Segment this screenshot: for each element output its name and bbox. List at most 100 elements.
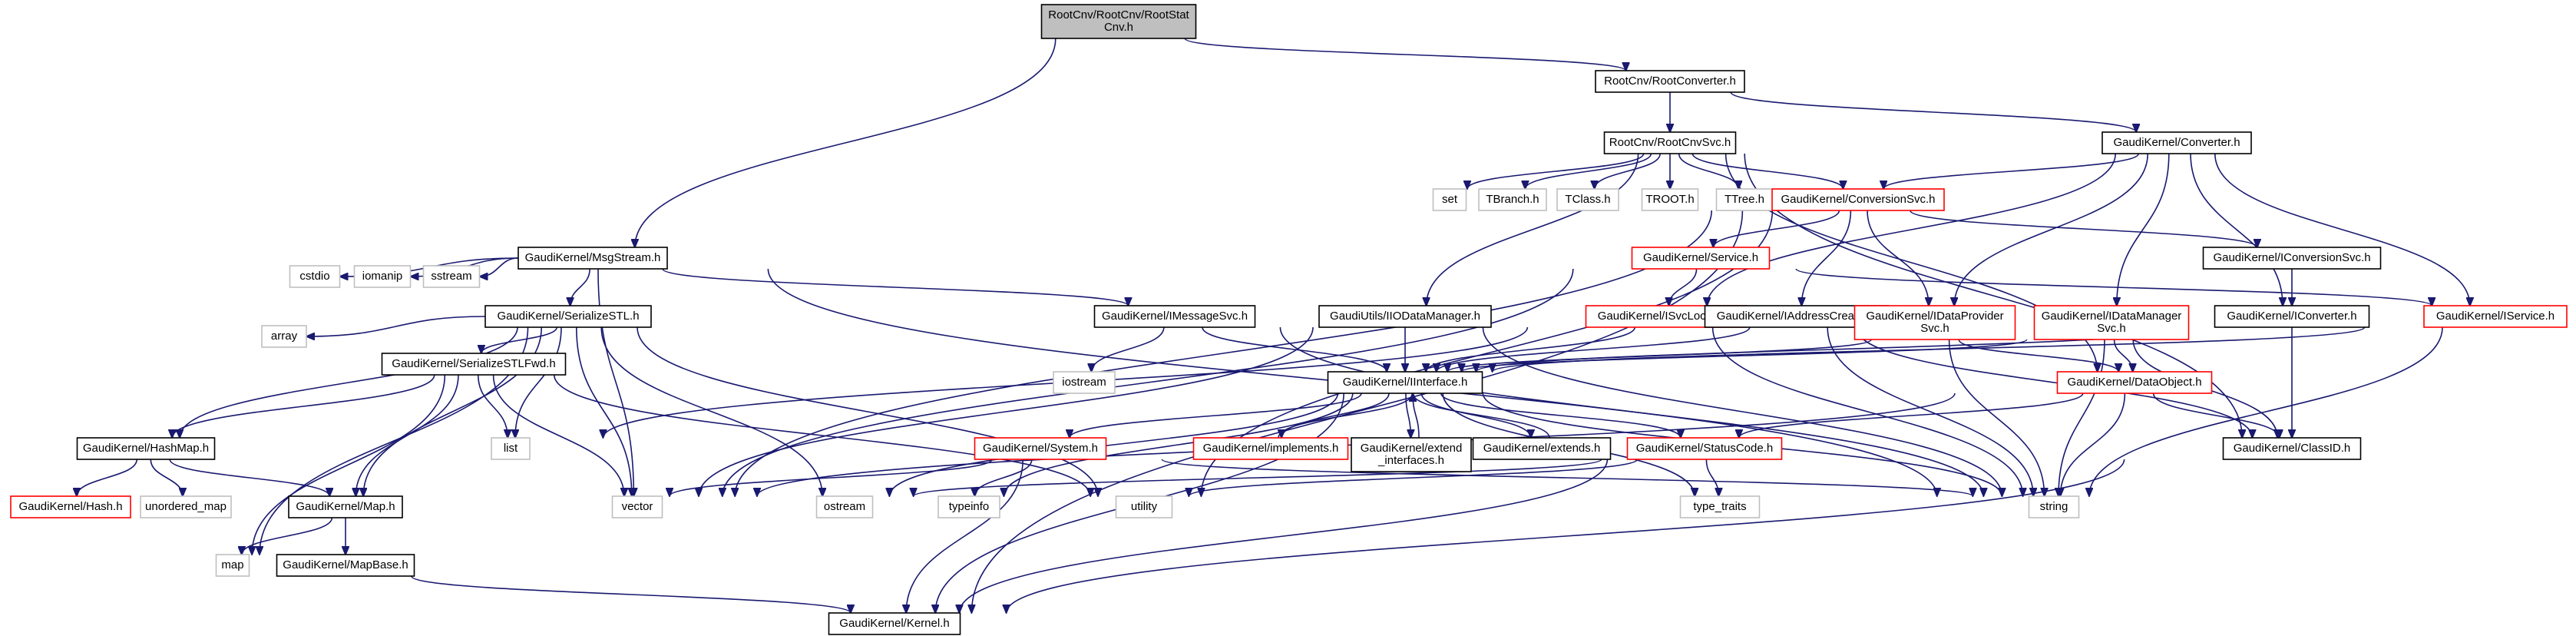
node-sstream[interactable]: sstream xyxy=(422,265,481,288)
node-iostream[interactable]: iostream xyxy=(1053,371,1116,394)
node-label-root-line2: Cnv.h xyxy=(1104,21,1133,34)
edge-hashmap-to-hash xyxy=(77,459,138,496)
node-rootconverter[interactable]: RootCnv/RootConverter.h xyxy=(1595,70,1745,93)
node-msgstream[interactable]: GaudiKernel/MsgStream.h xyxy=(518,247,668,270)
node-statuscode[interactable]: GaudiKernel/StatusCode.h xyxy=(1626,437,1783,460)
node-conversionsvc[interactable]: GaudiKernel/ConversionSvc.h xyxy=(1771,188,1945,211)
node-iinterface[interactable]: GaudiKernel/IInterface.h xyxy=(1327,371,1483,394)
node-box-tbranch[interactable] xyxy=(1478,188,1547,211)
node-box-cstdio[interactable] xyxy=(289,265,341,288)
node-troot[interactable]: TROOT.h xyxy=(1641,188,1699,211)
node-box-kernel[interactable] xyxy=(828,612,961,635)
node-typeinfo[interactable]: typeinfo xyxy=(937,495,1000,518)
node-rootcnvsvc[interactable]: RootCnv/RootCnvSvc.h xyxy=(1603,131,1737,154)
node-box-classid[interactable] xyxy=(2222,437,2362,460)
node-box-typeinfo[interactable] xyxy=(937,495,1000,518)
node-box-hashmap[interactable] xyxy=(76,437,216,460)
node-box-msgstream[interactable] xyxy=(518,247,668,270)
node-string[interactable]: string xyxy=(2028,495,2080,518)
node-tclass[interactable]: TClass.h xyxy=(1556,188,1619,211)
node-vector[interactable]: vector xyxy=(611,495,663,518)
node-tbranch[interactable]: TBranch.h xyxy=(1478,188,1547,211)
node-set[interactable]: set xyxy=(1432,188,1467,211)
node-box-sstream[interactable] xyxy=(422,265,481,288)
node-hashmap[interactable]: GaudiKernel/HashMap.h xyxy=(76,437,216,460)
node-box-iconversionsvc[interactable] xyxy=(2202,247,2382,270)
node-dataobject[interactable]: GaudiKernel/DataObject.h xyxy=(2056,371,2213,394)
node-box-string[interactable] xyxy=(2028,495,2080,518)
node-iconverter[interactable]: GaudiKernel/IConverter.h xyxy=(2214,305,2370,328)
node-system[interactable]: GaudiKernel/System.h xyxy=(974,437,1107,460)
node-box-service[interactable] xyxy=(1631,247,1771,270)
node-typetraits[interactable]: type_traits xyxy=(1679,495,1761,518)
node-converter[interactable]: GaudiKernel/Converter.h xyxy=(2101,131,2252,154)
node-box-list[interactable] xyxy=(491,437,531,460)
node-box-conversionsvc[interactable] xyxy=(1771,188,1945,211)
node-box-extends[interactable] xyxy=(1472,437,1612,460)
node-box-rootconverter[interactable] xyxy=(1595,70,1745,93)
node-hash[interactable]: GaudiKernel/Hash.h xyxy=(10,495,131,518)
node-box-iconverter[interactable] xyxy=(2214,305,2370,328)
node-classid[interactable]: GaudiKernel/ClassID.h xyxy=(2222,437,2362,460)
node-box-idataprovidersvc[interactable] xyxy=(1853,305,2016,340)
node-label-ostream: ostream xyxy=(824,500,865,513)
node-extendinterfaces[interactable]: GaudiKernel/extend_interfaces.h xyxy=(1351,437,1472,472)
node-box-vector[interactable] xyxy=(611,495,663,518)
node-implements[interactable]: GaudiKernel/implements.h xyxy=(1192,437,1349,460)
node-box-iomanip[interactable] xyxy=(353,265,412,288)
node-map[interactable]: map xyxy=(215,554,250,577)
node-box-implements[interactable] xyxy=(1192,437,1349,460)
node-box-utility[interactable] xyxy=(1115,495,1173,518)
node-box-extendinterfaces[interactable] xyxy=(1351,437,1472,472)
node-box-unorderedmap[interactable] xyxy=(140,495,232,518)
node-box-serializestl[interactable] xyxy=(484,305,652,328)
node-box-system[interactable] xyxy=(974,437,1107,460)
node-map_h[interactable]: GaudiKernel/Map.h xyxy=(288,495,403,518)
node-list[interactable]: list xyxy=(491,437,531,460)
node-box-mapbase[interactable] xyxy=(276,554,415,577)
node-box-iiodatamanager[interactable] xyxy=(1318,305,1492,328)
node-box-map[interactable] xyxy=(215,554,250,577)
node-box-hash[interactable] xyxy=(10,495,131,518)
node-extends[interactable]: GaudiKernel/extends.h xyxy=(1472,437,1612,460)
node-imessagesvc[interactable]: GaudiKernel/IMessageSvc.h xyxy=(1093,305,1256,328)
edge-mapbase-to-kernel xyxy=(411,575,851,613)
node-utility[interactable]: utility xyxy=(1115,495,1173,518)
node-iomanip[interactable]: iomanip xyxy=(353,265,412,288)
node-array[interactable]: array xyxy=(261,325,307,348)
node-service[interactable]: GaudiKernel/Service.h xyxy=(1631,247,1771,270)
node-box-map_h[interactable] xyxy=(288,495,403,518)
node-box-converter[interactable] xyxy=(2101,131,2252,154)
node-box-ostream[interactable] xyxy=(815,495,874,518)
node-box-root[interactable] xyxy=(1040,4,1197,39)
node-box-iinterface[interactable] xyxy=(1327,371,1483,394)
node-iconversionsvc[interactable]: GaudiKernel/IConversionSvc.h xyxy=(2202,247,2382,270)
node-serializestlfwd[interactable]: GaudiKernel/SerializeSTLFwd.h xyxy=(381,353,567,376)
node-unorderedmap[interactable]: unordered_map xyxy=(140,495,232,518)
node-box-dataobject[interactable] xyxy=(2056,371,2213,394)
node-box-typetraits[interactable] xyxy=(1679,495,1761,518)
node-box-statuscode[interactable] xyxy=(1626,437,1783,460)
node-box-tclass[interactable] xyxy=(1556,188,1619,211)
node-box-iservice[interactable] xyxy=(2423,305,2568,328)
node-box-troot[interactable] xyxy=(1641,188,1699,211)
node-box-rootcnvsvc[interactable] xyxy=(1603,131,1737,154)
node-ostream[interactable]: ostream xyxy=(815,495,874,518)
node-iservice[interactable]: GaudiKernel/IService.h xyxy=(2423,305,2568,328)
edge-serializestl-to-utility xyxy=(637,326,1098,496)
node-mapbase[interactable]: GaudiKernel/MapBase.h xyxy=(276,554,415,577)
node-box-array[interactable] xyxy=(261,325,307,348)
node-box-idatamanagersvc[interactable] xyxy=(2033,305,2190,340)
node-ttree[interactable]: TTree.h xyxy=(1715,188,1774,211)
node-box-imessagesvc[interactable] xyxy=(1093,305,1256,328)
node-box-set[interactable] xyxy=(1432,188,1467,211)
node-kernel[interactable]: GaudiKernel/Kernel.h xyxy=(828,612,961,635)
node-box-iostream[interactable] xyxy=(1053,371,1116,394)
node-cstdio[interactable]: cstdio xyxy=(289,265,341,288)
node-iiodatamanager[interactable]: GaudiUtils/IIODataManager.h xyxy=(1318,305,1492,328)
node-box-serializestlfwd[interactable] xyxy=(381,353,567,376)
node-serializestl[interactable]: GaudiKernel/SerializeSTL.h xyxy=(484,305,652,328)
